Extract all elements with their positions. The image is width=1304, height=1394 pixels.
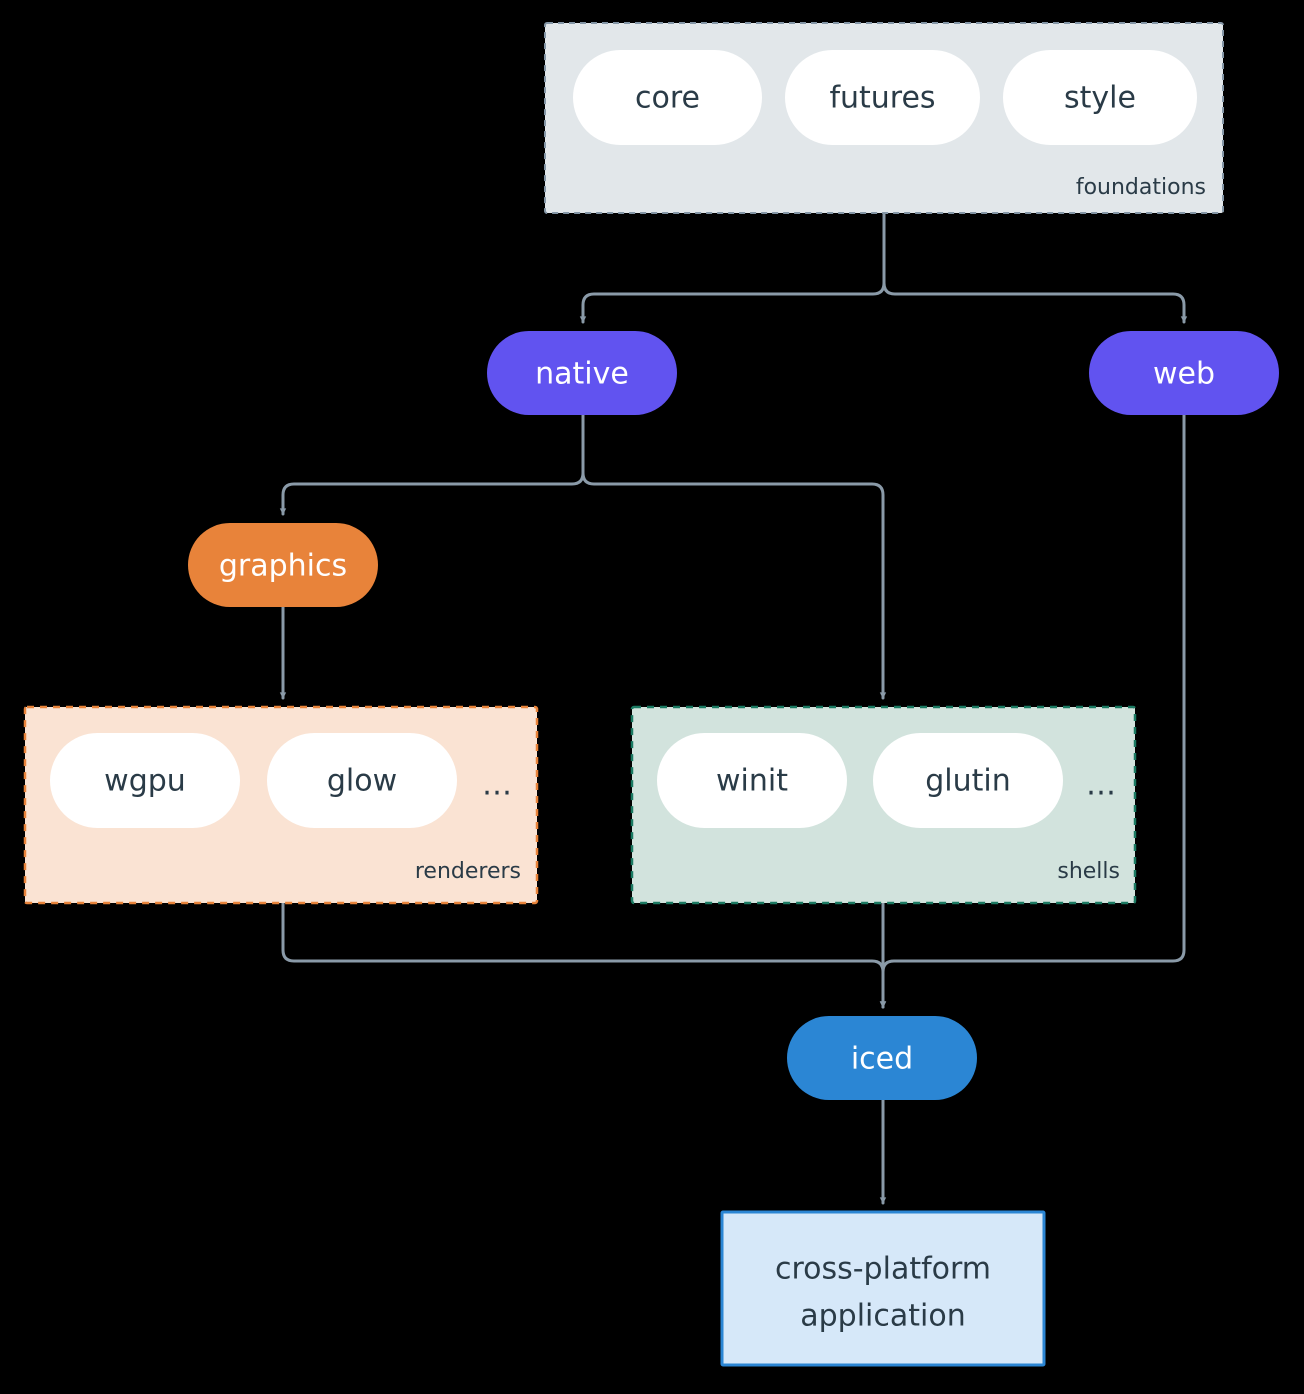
shells-item-winit[interactable]: winit xyxy=(657,733,847,828)
edge-renderers-to-iced xyxy=(281,901,887,1009)
edge-web-to-iced xyxy=(879,413,1186,1009)
foundations-item-core-pill[interactable] xyxy=(573,50,762,145)
shells-item-glutin-label: glutin xyxy=(925,764,1011,799)
foundations-item-core[interactable]: core xyxy=(573,50,762,145)
node-iced[interactable]: iced xyxy=(787,1016,977,1100)
renderers-item-glow-pill[interactable] xyxy=(267,733,457,828)
foundations-item-style-pill[interactable] xyxy=(1003,50,1197,145)
node-web-shape[interactable] xyxy=(1089,331,1279,415)
node-native-label: native xyxy=(535,357,629,392)
cluster-shells-label: shells xyxy=(1057,859,1120,884)
cluster-renderers: wgpu glow … renderers xyxy=(23,705,539,905)
shells-item-winit-pill[interactable] xyxy=(657,733,847,828)
edge-foundations-to-web xyxy=(882,213,1188,324)
node-graphics[interactable]: graphics xyxy=(188,523,378,607)
cluster-renderers-label: renderers xyxy=(415,859,521,884)
renderers-ellipsis: … xyxy=(482,768,512,803)
node-native-shape[interactable] xyxy=(487,331,677,415)
renderers-item-wgpu-label: wgpu xyxy=(104,764,186,799)
node-cross-platform-application[interactable]: cross-platform application xyxy=(720,1210,1046,1367)
edge-native-to-shells xyxy=(581,413,887,700)
foundations-item-style[interactable]: style xyxy=(1003,50,1197,145)
cluster-foundations: core futures style foundations xyxy=(544,22,1224,214)
cluster-shells: winit glutin … shells xyxy=(630,705,1137,905)
shells-item-glutin[interactable]: glutin xyxy=(873,733,1063,828)
edge-native-to-graphics xyxy=(279,413,585,516)
renderers-item-glow-label: glow xyxy=(327,764,397,799)
foundations-item-futures-label: futures xyxy=(829,81,935,116)
node-cross-platform-application-label-line1: cross-platform xyxy=(775,1252,991,1287)
cluster-foundations-label: foundations xyxy=(1076,175,1206,200)
node-web[interactable]: web xyxy=(1089,331,1279,415)
shells-item-winit-label: winit xyxy=(716,764,788,799)
node-cross-platform-application-label-line2: application xyxy=(800,1299,965,1334)
shells-item-glutin-pill[interactable] xyxy=(873,733,1063,828)
foundations-item-style-label: style xyxy=(1064,81,1136,116)
edge-foundations-to-native xyxy=(579,213,886,324)
node-cross-platform-application-shape[interactable] xyxy=(720,1210,1046,1367)
foundations-item-futures[interactable]: futures xyxy=(785,50,980,145)
foundations-item-core-label: core xyxy=(635,81,700,116)
renderers-item-glow[interactable]: glow xyxy=(267,733,457,828)
renderers-item-wgpu[interactable]: wgpu xyxy=(50,733,240,828)
renderers-item-wgpu-pill[interactable] xyxy=(50,733,240,828)
foundations-item-futures-pill[interactable] xyxy=(785,50,980,145)
node-native[interactable]: native xyxy=(487,331,677,415)
node-iced-shape[interactable] xyxy=(787,1016,977,1100)
node-graphics-label: graphics xyxy=(219,549,347,584)
node-graphics-shape[interactable] xyxy=(188,523,378,607)
node-iced-label: iced xyxy=(851,1042,913,1077)
edge-layer xyxy=(279,213,1188,1205)
node-web-label: web xyxy=(1153,357,1215,392)
shells-ellipsis: … xyxy=(1086,768,1116,803)
